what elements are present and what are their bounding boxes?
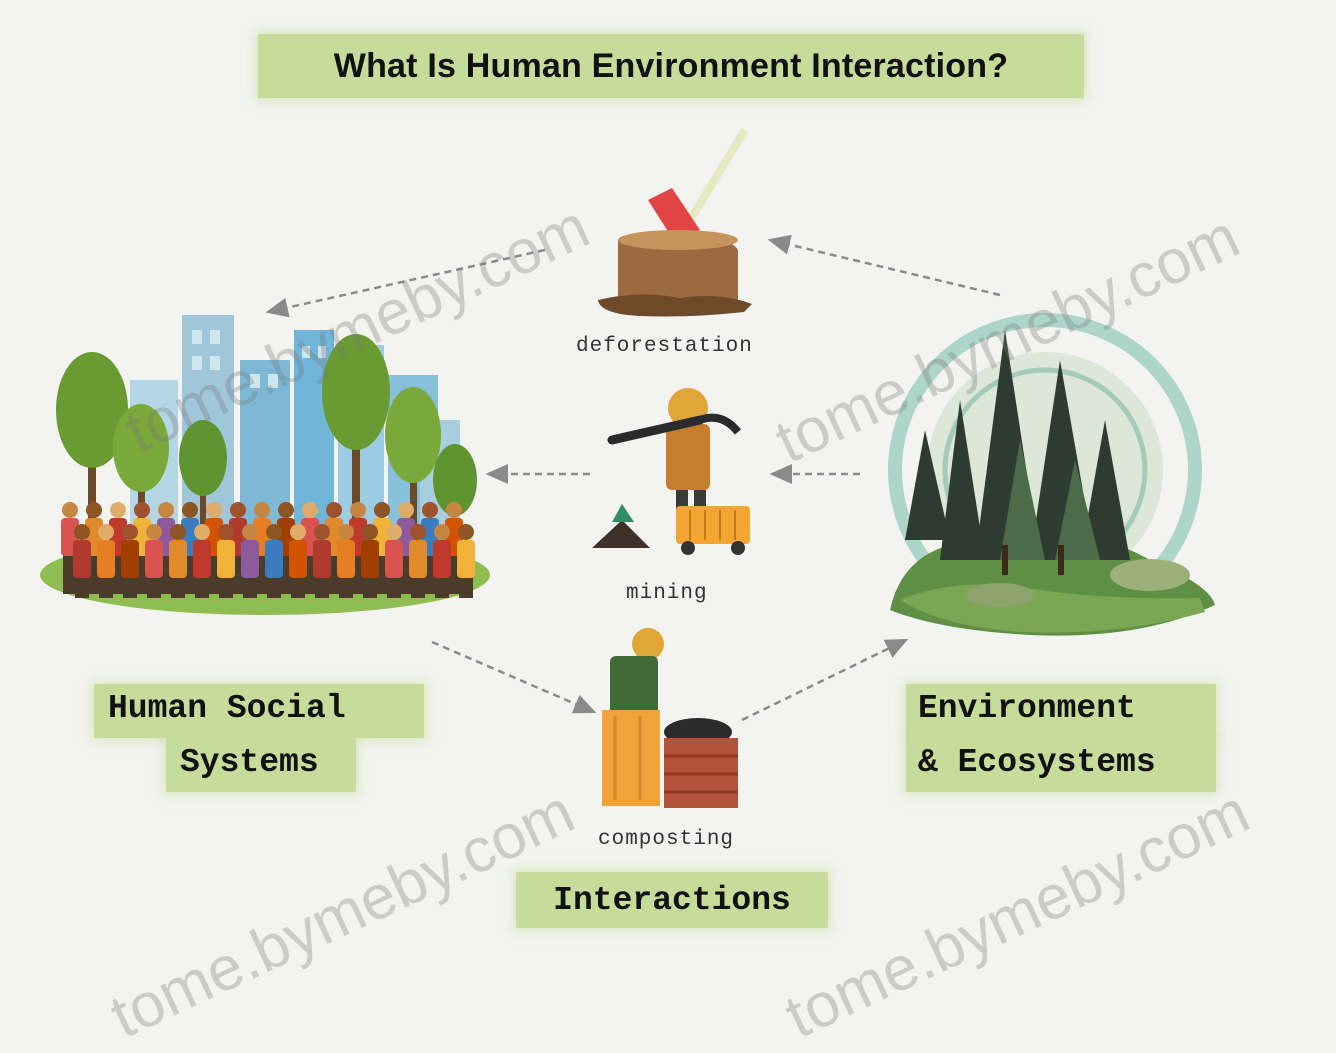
person-figure (433, 524, 451, 598)
diagram-graphics (40, 127, 1215, 808)
person-figure (361, 524, 379, 598)
person-figure (217, 524, 235, 598)
deforestation-caption: deforestation (576, 335, 753, 358)
diagram-canvas: What Is Human Environment Interaction? d… (40, 34, 1259, 1052)
diagram-arrows (265, 234, 1001, 722)
environment-ecosystems-label-line1: Environment (906, 684, 1216, 738)
person-figure (337, 524, 355, 598)
person-figure (241, 524, 259, 598)
arrow-composting-to-environment (741, 638, 909, 722)
person-figure (457, 524, 475, 598)
interactions-label: Interactions (516, 872, 828, 928)
person-figure (73, 524, 91, 598)
human-social-systems-illustration (40, 315, 490, 615)
page-title: What Is Human Environment Interaction? (258, 34, 1084, 98)
person-figure (289, 524, 307, 598)
person-figure (97, 524, 115, 598)
environment-ecosystems-illustration (888, 313, 1215, 636)
arrow-deforestation-to-human (265, 248, 546, 318)
person-figure (265, 524, 283, 598)
person-figure (169, 524, 187, 598)
deforestation-icon (598, 127, 752, 317)
arrow-human-to-composting (431, 640, 597, 714)
human-social-systems-label-line2: Systems (166, 738, 356, 792)
composting-icon (602, 628, 738, 808)
environment-ecosystems-label-line2: & Ecosystems (906, 738, 1216, 792)
arrow-environment-to-deforestation (767, 234, 1001, 297)
composting-caption: composting (598, 828, 735, 851)
person-figure (409, 524, 427, 598)
person-figure (313, 524, 331, 598)
person-figure (121, 524, 139, 598)
mining-caption: mining (626, 582, 708, 605)
person-figure (145, 524, 163, 598)
human-social-systems-label-line1: Human Social (94, 684, 424, 738)
person-figure (193, 524, 211, 598)
mining-icon (592, 388, 750, 555)
person-figure (385, 524, 403, 598)
